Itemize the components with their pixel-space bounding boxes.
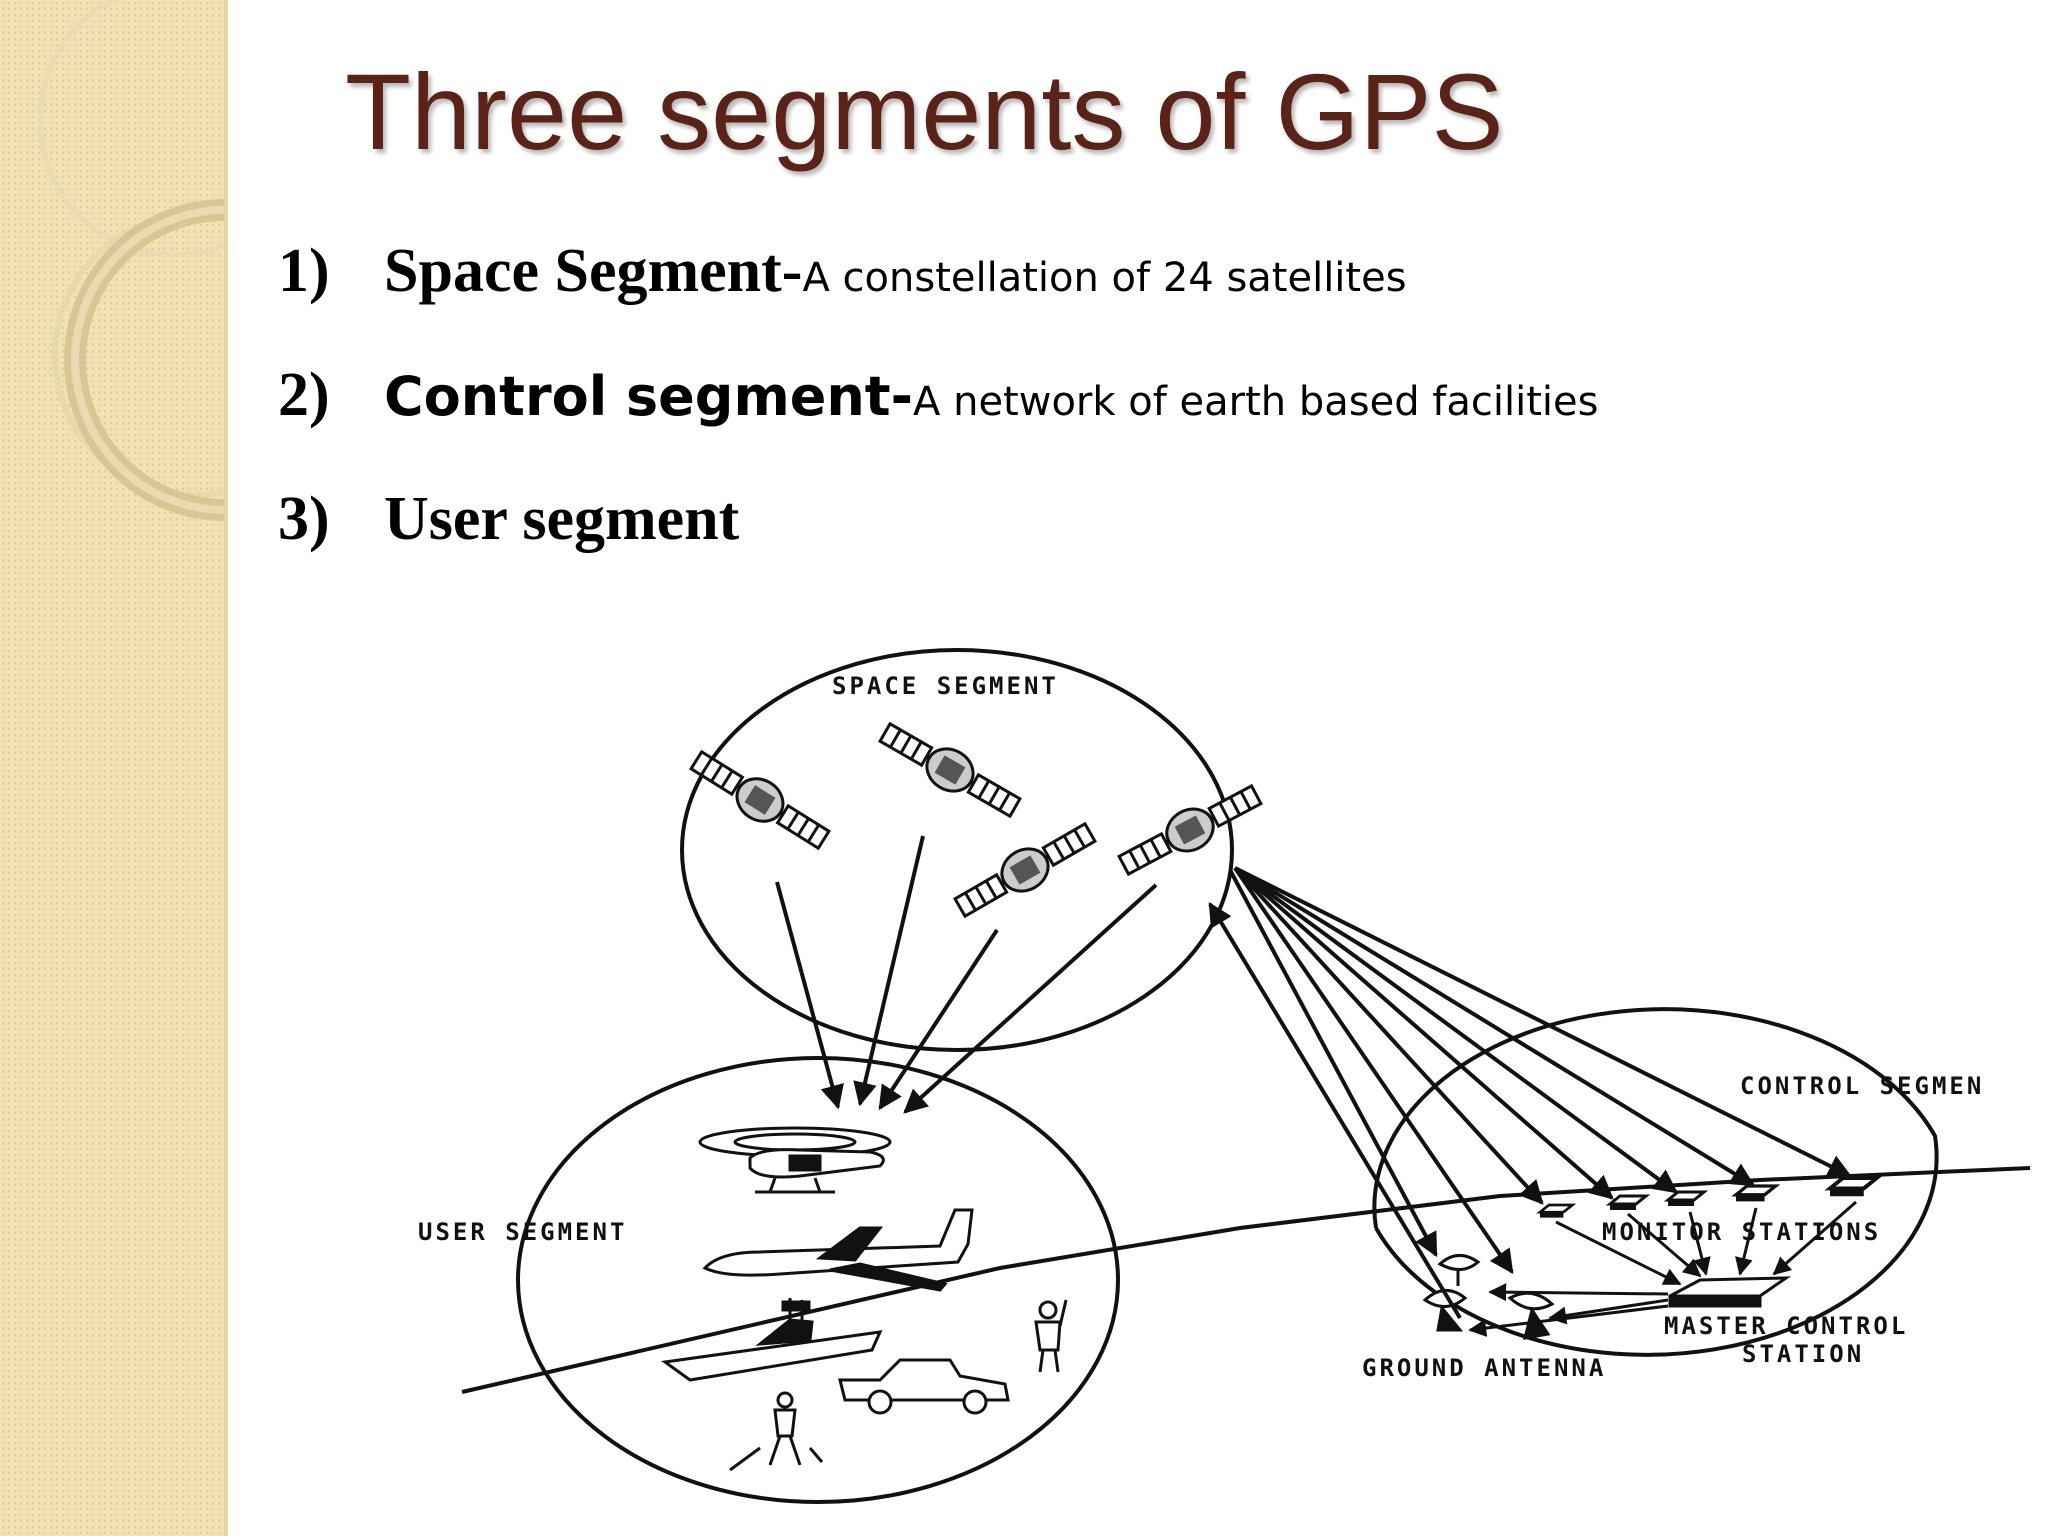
satellite-icon <box>683 741 837 859</box>
horizon-line <box>461 1166 2031 1394</box>
master-control-station-icon <box>1668 1276 1791 1308</box>
master-control-station-label: STATION <box>1742 1340 1864 1368</box>
list-description: A constellation of 24 satellites <box>802 255 1407 301</box>
control-segment-circle <box>1372 1007 1939 1357</box>
satellite-icon <box>873 713 1027 827</box>
monitor-to-master-arrows <box>1555 1200 1857 1286</box>
user-segment-circle <box>516 1056 1120 1504</box>
satellite-icon <box>948 813 1102 927</box>
list-item-control-segment: 2) Control segment-A network of earth bas… <box>278 360 1598 431</box>
airplane-icon <box>702 1208 974 1292</box>
ground-antenna-icon <box>1422 1254 1555 1340</box>
list-item-space-segment: 1) Space Segment-A constellation of 24 sa… <box>278 236 1407 307</box>
list-description: A network of earth based facilities <box>913 379 1599 425</box>
monitor-station-icon <box>1608 1194 1648 1212</box>
space-segment-circle <box>680 648 1234 1052</box>
space-segment-label: SPACE SEGMENT <box>832 672 1059 700</box>
list-item-user-segment: 3) User segment <box>278 484 739 555</box>
monitor-station-icon <box>1666 1190 1706 1208</box>
list-heading: Space Segment- <box>384 237 803 305</box>
ship-icon <box>661 1298 883 1382</box>
ground-antenna-label: GROUND ANTENNA <box>1362 1354 1606 1382</box>
helicopter-icon <box>698 1126 892 1194</box>
list-heading: User segment <box>384 485 740 553</box>
list-number: 2) <box>278 361 330 429</box>
soldier-icon <box>1034 1299 1068 1373</box>
user-segment-label: USER SEGMENT <box>418 1218 627 1246</box>
monitor-stations-label: MONITOR STATIONS <box>1602 1218 1881 1246</box>
list-heading: Control segment- <box>384 365 914 428</box>
uplink-arrows <box>1208 866 1853 1320</box>
decorative-sidebar <box>0 0 226 1536</box>
soldier-icon <box>729 1391 824 1472</box>
slide-title: Three segments of GPS <box>345 51 1504 172</box>
master-to-antenna-arrows <box>1468 1283 1669 1337</box>
monitor-station-icon <box>1828 1176 1879 1199</box>
sidebar-edge <box>224 0 228 1536</box>
monitor-station-icon <box>1734 1184 1778 1204</box>
monitor-station-icon <box>1538 1203 1574 1219</box>
signal-arrows-to-users <box>775 835 1158 1114</box>
master-control-station-label: MASTER CONTROL <box>1664 1312 1908 1340</box>
list-number: 3) <box>278 485 330 553</box>
vehicle-icon <box>838 1358 1010 1415</box>
control-segment-label: CONTROL SEGMEN <box>1740 1072 1984 1100</box>
list-number: 1) <box>278 237 330 305</box>
satellite-icon <box>1114 777 1265 883</box>
